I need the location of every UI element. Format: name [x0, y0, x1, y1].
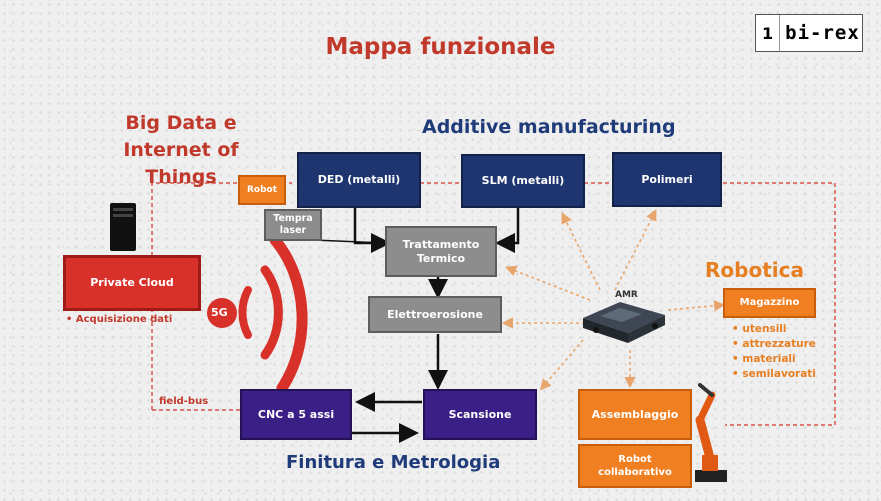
magazzino-list: utensili attrezzature materiali semilavo… — [732, 322, 816, 382]
box-robot-collaborativo: Robot collaborativo — [578, 444, 692, 488]
header-robotica: Robotica — [705, 258, 804, 282]
magazzino-item: utensili — [732, 322, 816, 337]
label-acquisizione: • Acquisizione dati — [66, 314, 173, 325]
slide-title: Mappa funzionale — [325, 34, 556, 60]
box-ded: DED (metalli) — [297, 152, 421, 208]
label-amr: AMR — [615, 290, 638, 300]
box-cnc: CNC a 5 assi — [240, 389, 352, 440]
box-elettroerosione: Elettroerosione — [368, 296, 502, 333]
box-tempra: Tempra laser — [264, 209, 322, 241]
box-magazzino: Magazzino — [723, 288, 816, 318]
field-bus-loop — [151, 182, 836, 426]
box-private-cloud: Private Cloud — [63, 255, 201, 311]
arrow-ded-trattamento — [353, 207, 391, 253]
amr-icon — [583, 302, 665, 343]
magazzino-item: semilavorati — [732, 367, 816, 382]
header-additive: Additive manufacturing — [422, 116, 676, 138]
label-5g: 5G — [211, 306, 228, 319]
box-assemblaggio: Assemblaggio — [578, 389, 692, 440]
box-slm: SLM (metalli) — [461, 154, 585, 208]
arrow-tempra-trattamento — [312, 239, 385, 244]
logo-brand: bi-rex — [785, 22, 860, 44]
header-big-data-line1: Big Data e — [125, 112, 237, 134]
server-icon — [110, 203, 136, 251]
header-big-data-line2: Internet of Things — [123, 139, 239, 188]
wave-1 — [238, 286, 252, 339]
box-trattamento: Trattamento Termico — [385, 226, 497, 277]
header-finitura: Finitura e Metrologia — [286, 452, 501, 473]
5g-dot — [207, 298, 237, 328]
header-big-data: Big Data e Internet of Things — [86, 110, 276, 191]
magazzino-item: attrezzature — [732, 337, 816, 352]
birex-logo: 1 bi-rex — [755, 14, 863, 52]
robot-arm-icon — [695, 383, 727, 482]
box-robot: Robot — [238, 175, 286, 205]
box-scansione: Scansione — [423, 389, 537, 440]
box-polimeri: Polimeri — [612, 152, 722, 207]
wave-3 — [269, 234, 308, 394]
arrow-slm-trattamento — [495, 207, 520, 253]
magazzino-item: materiali — [732, 352, 816, 367]
label-field-bus: field-bus — [159, 396, 209, 407]
wave-2 — [260, 265, 283, 360]
slide-number: 1 — [756, 15, 781, 51]
